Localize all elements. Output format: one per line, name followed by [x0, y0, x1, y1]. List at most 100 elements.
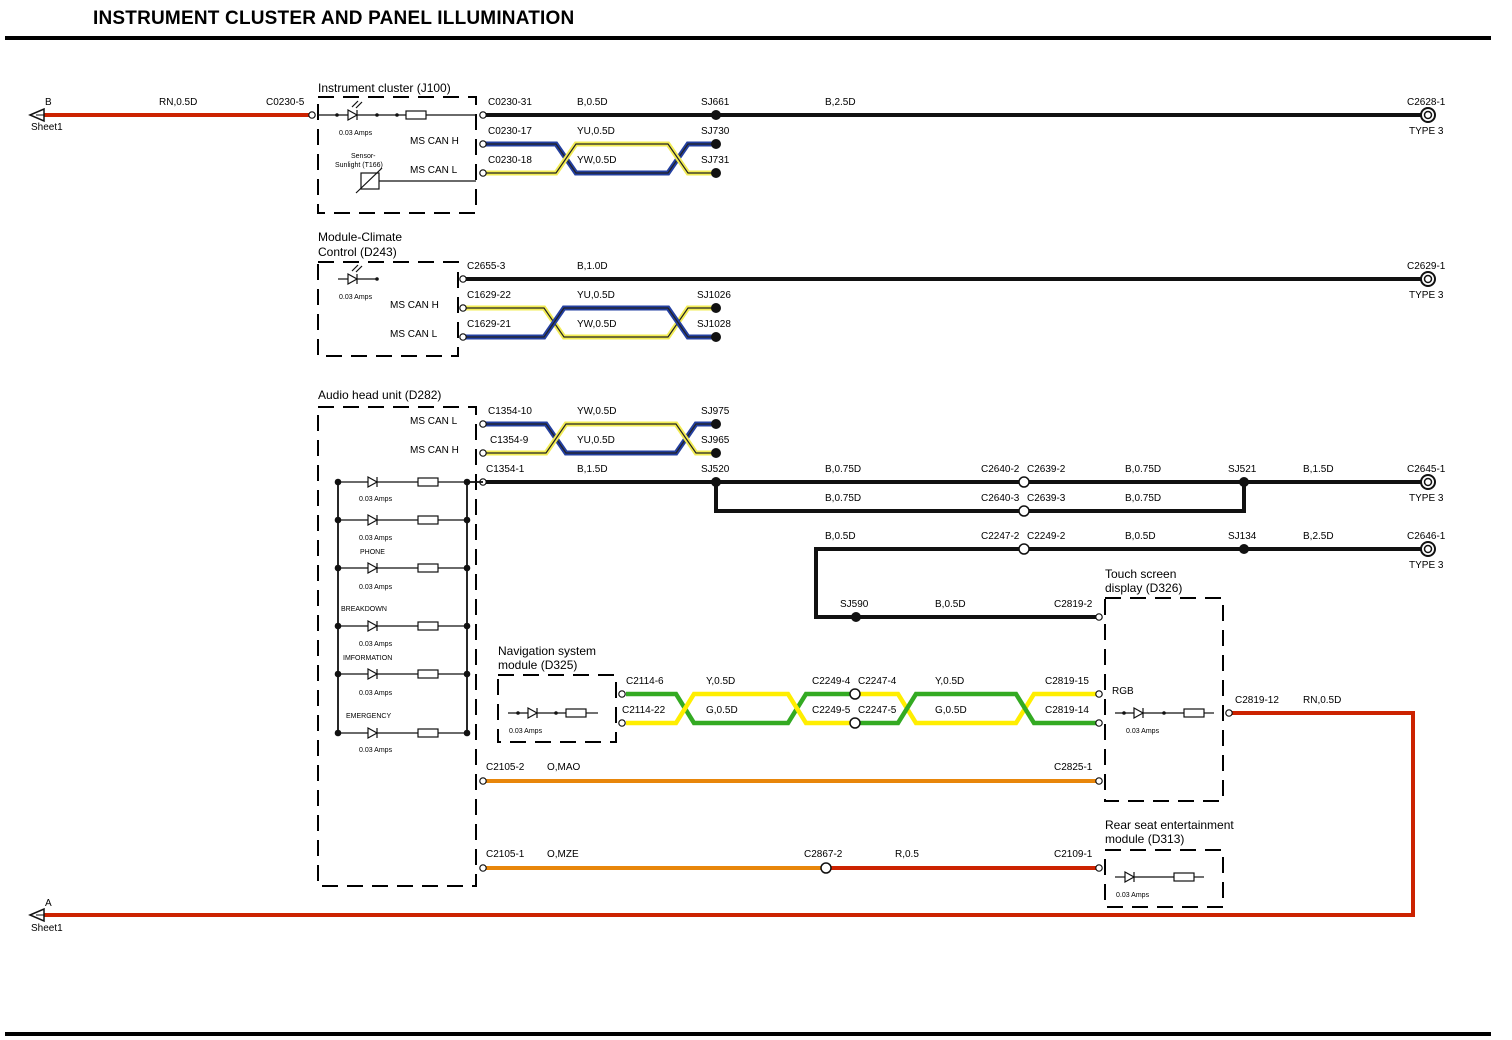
conn-c1354-1: C1354-1 [486, 464, 525, 475]
climate-lamp [338, 264, 378, 286]
label-sj1026: SJ1026 [697, 290, 731, 301]
wire-label-rn-a: RN,0.5D [1303, 695, 1341, 706]
conn-c2629-1: C2629-1 [1407, 261, 1446, 272]
conn-c0230-17: C0230-17 [488, 126, 532, 137]
splice-sj1028 [711, 332, 721, 342]
conn-c2825-1: C2825-1 [1054, 762, 1093, 773]
wire-label-o-mao: O,MAO [547, 762, 581, 773]
wire-label-b15-sj521: B,1.5D [1303, 464, 1334, 475]
conn-c2640-2: C2640-2 [981, 464, 1020, 475]
module-audio-head-unit: Audio head unit (D282) [318, 388, 441, 402]
conn-c2819-15: C2819-15 [1045, 676, 1089, 687]
conn-c2646-1: C2646-1 [1407, 531, 1446, 542]
audio-lamp-2 [338, 513, 467, 527]
wire-label-b075-3: B,0.75D [825, 493, 861, 504]
climate-control-box [317, 261, 459, 357]
instrument-cluster-box [317, 96, 477, 214]
amps-cluster: 0.03 Amps [339, 130, 373, 137]
junction-dots [334, 113, 1166, 737]
module-navigation-line1: Navigation system [498, 644, 596, 658]
splice-sj730 [711, 139, 721, 149]
lamp-breakdown-label: BREAKDOWN [341, 606, 387, 613]
wire-label-r05: R,0.5 [895, 849, 919, 860]
wire-label-yw-climate: YW,0.5D [577, 319, 616, 330]
amps-audio-6: 0.03 Amps [359, 747, 393, 754]
module-touch-line1: Touch screen [1105, 567, 1176, 581]
conn-c2249-4: C2249-4 [812, 676, 851, 687]
wire-label-yu-climate: YU,0.5D [577, 290, 615, 301]
touch-screen-box [1104, 597, 1224, 802]
wire-label-b075-1: B,0.75D [825, 464, 861, 475]
wire-label-b075-2: B,0.75D [1125, 464, 1161, 475]
wire-label-b075-4: B,0.75D [1125, 493, 1161, 504]
wire-label-yw-audio: YW,0.5D [577, 406, 616, 417]
audio-lamp-information [338, 667, 467, 681]
diagram-title: INSTRUMENT CLUSTER AND PANEL ILLUMINATIO… [93, 8, 574, 29]
conn-c0230-31: C0230-31 [488, 97, 532, 108]
connector-c2249-5 [849, 717, 861, 729]
audio-lamp-phone [338, 561, 467, 575]
amps-audio-2: 0.03 Amps [359, 535, 393, 542]
conn-c2639-2: C2639-2 [1027, 464, 1066, 475]
wire-label-yu-audio: YU,0.5D [577, 435, 615, 446]
splice-sj731 [711, 168, 721, 178]
type3-c2646: TYPE 3 [1409, 560, 1444, 571]
wire-label-b15-audio: B,1.5D [577, 464, 608, 475]
conn-c1354-9: C1354-9 [490, 435, 529, 446]
pin-audio-ms-can-l: MS CAN L [410, 416, 458, 427]
audio-lamp-emergency [338, 726, 467, 740]
ground-c2628-1 [1420, 107, 1436, 123]
audio-head-unit-box [317, 406, 477, 887]
amps-audio-3: 0.03 Amps [359, 584, 393, 591]
amps-climate: 0.03 Amps [339, 294, 373, 301]
splice-sj1026 [711, 303, 721, 313]
sensor-label-line2: Sunlight (T166) [335, 162, 383, 169]
type3-c2645: TYPE 3 [1409, 493, 1444, 504]
wire-touch-ground [814, 547, 1422, 619]
conn-c2655-3: C2655-3 [467, 261, 506, 272]
conn-c2249-5: C2249-5 [812, 705, 851, 716]
bottom-rule [5, 1032, 1491, 1036]
lamp-phone-label: PHONE [360, 549, 385, 556]
conn-c2640-3: C2640-3 [981, 493, 1020, 504]
lamp-emergency-label: EMERGENCY [346, 713, 391, 720]
label-sj134: SJ134 [1228, 531, 1257, 542]
module-navigation-line2: module (D325) [498, 658, 577, 672]
sensor-label-line1: Sensor- [351, 153, 376, 160]
twisted-pair-climate [464, 305, 716, 340]
conn-c2105-2: C2105-2 [486, 762, 525, 773]
offsheet-arrow-a [28, 907, 45, 923]
amps-navigation: 0.03 Amps [509, 728, 543, 735]
module-climate-line2: Control (D243) [318, 245, 397, 259]
navigation-module-box [497, 674, 617, 743]
label-sj731: SJ731 [701, 155, 730, 166]
splice-sj134 [1239, 544, 1249, 554]
splice-sj590 [851, 612, 861, 622]
type3-c2629: TYPE 3 [1409, 290, 1444, 301]
conn-c1629-21: C1629-21 [467, 319, 511, 330]
wire-rn-a [40, 711, 1415, 917]
splice-sj661 [711, 110, 721, 120]
label-sj520: SJ520 [701, 464, 730, 475]
conn-c2819-2: C2819-2 [1054, 599, 1093, 610]
offsheet-a-letter: A [45, 898, 52, 909]
wire-label-b25-cluster: B,2.5D [825, 97, 856, 108]
wire-label-b05-touch-1: B,0.5D [825, 531, 856, 542]
conn-c0230-5: C0230-5 [266, 97, 305, 108]
wire-label-b10-climate: B,1.0D [577, 261, 608, 272]
conn-c2645-1: C2645-1 [1407, 464, 1446, 475]
labels: B Sheet1 A Sheet1 Instrument cluster (J1… [31, 81, 1446, 934]
ground-c2629-1 [1420, 271, 1436, 287]
wire-label-y-2: Y,0.5D [935, 676, 964, 687]
conn-c2114-22: C2114-22 [622, 705, 666, 716]
connector-c2247-2 [1018, 543, 1030, 555]
wire-label-rn-b: RN,0.5D [159, 97, 197, 108]
conn-c0230-18: C0230-18 [488, 155, 532, 166]
conn-c1354-10: C1354-10 [488, 406, 532, 417]
label-sj975: SJ975 [701, 406, 730, 417]
audio-lamp-breakdown [338, 619, 467, 633]
twisted-pair-audio [484, 421, 716, 456]
amps-audio-5: 0.03 Amps [359, 690, 393, 697]
connector-c2640-3 [1018, 505, 1030, 517]
